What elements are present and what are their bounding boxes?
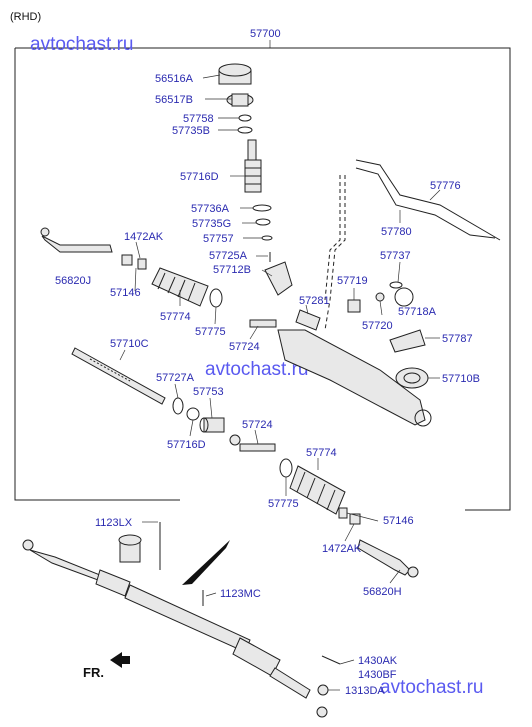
part-label-57735g[interactable]: 57735G <box>192 218 231 230</box>
clip-57146-top <box>137 258 147 270</box>
part-label-57735b[interactable]: 57735B <box>172 125 210 137</box>
bracket-57787 <box>389 329 426 353</box>
part-label-57757[interactable]: 57757 <box>203 233 234 245</box>
part-label-57737[interactable]: 57737 <box>380 250 411 262</box>
hydraulic-lines <box>324 159 501 331</box>
tie-rod-end-56820j <box>40 227 113 253</box>
part-label-56516a[interactable]: 56516A <box>155 73 194 85</box>
part-label-57753[interactable]: 57753 <box>193 386 224 398</box>
ring-57718a <box>394 287 414 307</box>
part-label-57710b[interactable]: 57710B <box>442 373 480 385</box>
part-label-57724-bottom[interactable]: 57724 <box>242 419 273 431</box>
part-label-1472ak-top[interactable]: 1472AK <box>124 231 164 243</box>
ring-57735g <box>255 218 271 226</box>
part-label-1472ak-bottom[interactable]: 1472AK <box>322 543 362 555</box>
part-label-57775-bottom[interactable]: 57775 <box>268 498 299 510</box>
part-label-57710c[interactable]: 57710C <box>110 338 149 350</box>
part-label-57281[interactable]: 57281 <box>299 295 330 307</box>
watermark-top: avtochast.ru <box>30 34 134 55</box>
rack-bar-57710c <box>71 347 166 405</box>
ring-57758 <box>238 114 252 122</box>
part-label-57716d-top[interactable]: 57716D <box>180 171 219 183</box>
inner-rod-57724-top <box>249 319 277 328</box>
part-label-57146-top[interactable]: 57146 <box>110 287 141 299</box>
nut-1313da <box>317 684 329 696</box>
part-label-57775-top[interactable]: 57775 <box>195 326 226 338</box>
seal-57720 <box>375 292 385 302</box>
part-label-57146-bottom[interactable]: 57146 <box>383 515 414 527</box>
assembled-rack-view <box>22 534 328 718</box>
part-label-57774-bottom[interactable]: 57774 <box>306 447 337 459</box>
assembly-frame-top-right <box>15 47 511 511</box>
assembly-label: 57700 <box>250 28 281 40</box>
part-label-1123mc[interactable]: 1123MC <box>220 588 261 600</box>
watermark-middle: avtochast.ru <box>205 359 309 380</box>
mount-57710b <box>395 367 429 389</box>
ring-57736a <box>252 204 272 212</box>
part-label-57776[interactable]: 57776 <box>430 180 461 192</box>
clip-57146-bottom <box>338 507 348 519</box>
inner-rod-57724-bottom <box>229 434 276 452</box>
variant-label: (RHD) <box>10 11 41 23</box>
boot-57774-top <box>151 267 209 307</box>
part-label-57725a[interactable]: 57725A <box>209 250 248 262</box>
clamp-57775-top <box>209 288 223 308</box>
ring-57757 <box>261 235 273 241</box>
assembly-frame-left <box>14 48 180 501</box>
watermark-bottom: avtochast.ru <box>380 677 484 698</box>
part-label-57719[interactable]: 57719 <box>337 275 368 287</box>
nut-1472ak-top <box>121 254 133 266</box>
rack-housing <box>264 261 432 427</box>
part-label-57758[interactable]: 57758 <box>183 113 214 125</box>
part-label-56820h[interactable]: 56820H <box>363 586 402 598</box>
part-label-57720[interactable]: 57720 <box>362 320 393 332</box>
bushing-57719 <box>347 299 361 313</box>
pinion-shaft <box>244 139 262 193</box>
part-label-57727a[interactable]: 57727A <box>156 372 195 384</box>
cap-part-56517b <box>226 93 254 107</box>
leader-lines <box>119 74 441 691</box>
part-label-57724-top[interactable]: 57724 <box>229 341 260 353</box>
part-label-57712b[interactable]: 57712B <box>213 264 251 276</box>
cotter-pin-1430ak <box>321 655 341 665</box>
part-label-1430bf[interactable]: 1430BF <box>358 669 397 681</box>
clamp-57775-bottom <box>279 458 293 478</box>
part-label-57780[interactable]: 57780 <box>381 226 412 238</box>
tie-rod-end-56820h <box>357 539 419 578</box>
part-label-56517b[interactable]: 56517B <box>155 94 193 106</box>
ring-57727a <box>172 397 184 415</box>
ring-57737 <box>389 281 403 289</box>
ring-57735b <box>237 126 253 134</box>
ring-57716d-mid <box>186 407 200 421</box>
boot-57774-bottom <box>289 465 346 515</box>
part-label-57736a[interactable]: 57736A <box>191 203 230 215</box>
part-label-1430ak[interactable]: 1430AK <box>358 655 398 667</box>
part-label-56820j[interactable]: 56820J <box>55 275 91 287</box>
front-arrow-icon <box>110 652 130 668</box>
part-label-57716d-mid[interactable]: 57716D <box>167 439 206 451</box>
front-direction-label: FR. <box>83 665 104 680</box>
part-label-57774-top[interactable]: 57774 <box>160 311 191 323</box>
part-label-1313da[interactable]: 1313DA <box>345 685 385 697</box>
part-label-57718a[interactable]: 57718A <box>398 306 437 318</box>
nut-1472ak-bottom <box>349 513 361 525</box>
cap-part-56516a <box>218 63 252 85</box>
part-label-1123lx[interactable]: 1123LX <box>95 517 133 529</box>
part-label-57787[interactable]: 57787 <box>442 333 473 345</box>
bushing-57753 <box>199 417 225 433</box>
